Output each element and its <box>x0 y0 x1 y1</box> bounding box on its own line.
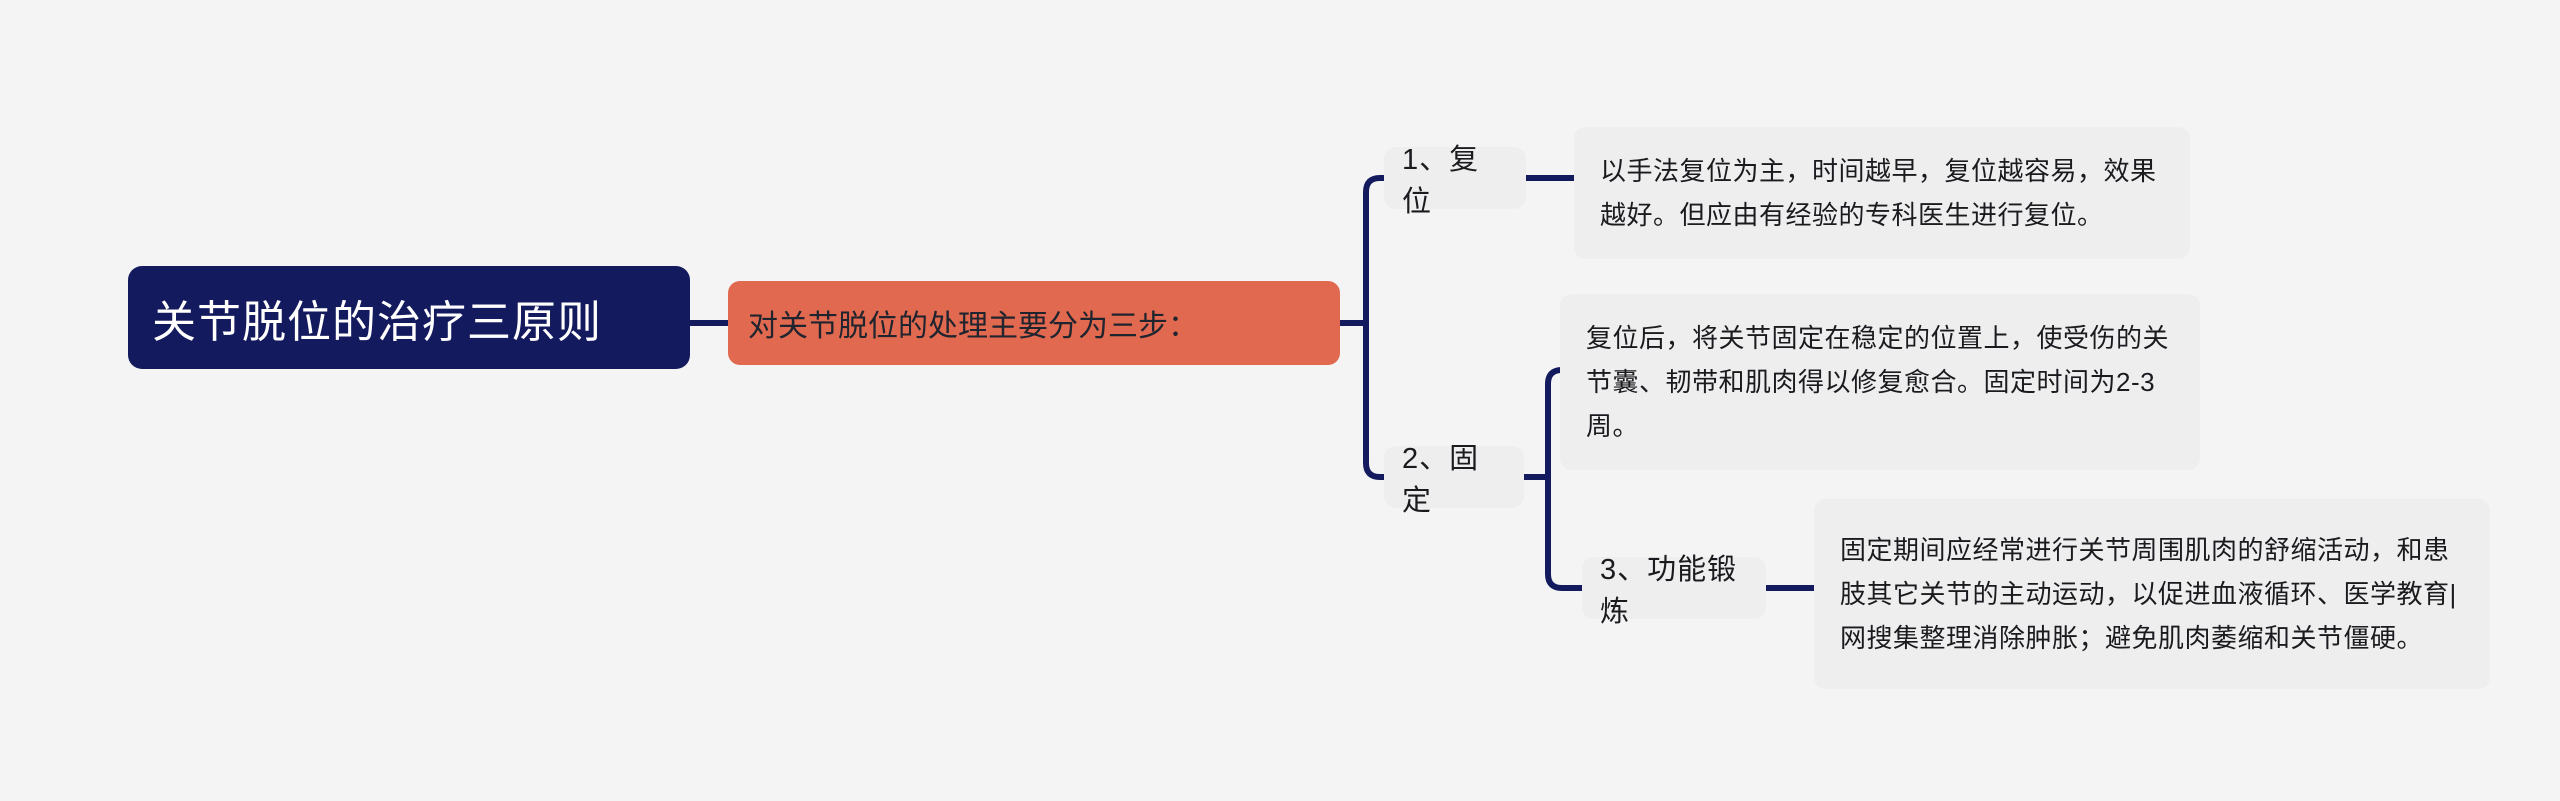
root-node-label: 关节脱位的治疗三原则 <box>152 297 602 347</box>
branch-node-functional-exercise-label: 3、功能锻炼 <box>1600 554 1738 628</box>
edge-trunk-to-node1 <box>1363 175 1386 323</box>
detail-box-immobilization[interactable]: 复位后，将关节固定在稳定的位置上，使受伤的关节囊、韧带和肌肉得以修复愈合。固定时… <box>1560 294 2200 470</box>
step-overview-label: 对关节脱位的处理主要分为三步： <box>748 310 1198 343</box>
root-node[interactable]: 关节脱位的治疗三原则 <box>128 266 690 369</box>
edge-trunk-to-node2 <box>1363 323 1386 480</box>
branch-node-reduction-label: 1、复位 <box>1402 144 1480 218</box>
branch-node-immobilization[interactable]: 2、固定 <box>1384 443 1524 517</box>
detail-box-immobilization-text: 复位后，将关节固定在稳定的位置上，使受伤的关节囊、韧带和肌肉得以修复愈合。固定时… <box>1586 323 2170 441</box>
branch-node-immobilization-label: 2、固定 <box>1402 443 1480 517</box>
detail-box-functional-exercise-text: 固定期间应经常进行关节周围肌肉的舒缩活动，和患肢其它关节的主动运动，以促进血液循… <box>1840 535 2457 653</box>
edge-trunk2-to-node3 <box>1545 477 1584 591</box>
detail-box-reduction[interactable]: 以手法复位为主，时间越早，复位越容易，效果越好。但应由有经验的专科医生进行复位。 <box>1574 127 2190 259</box>
detail-box-reduction-text: 以手法复位为主，时间越早，复位越容易，效果越好。但应由有经验的专科医生进行复位。 <box>1600 156 2157 230</box>
branch-node-reduction[interactable]: 1、复位 <box>1384 144 1526 218</box>
step-overview-node[interactable]: 对关节脱位的处理主要分为三步： <box>728 281 1340 365</box>
detail-box-functional-exercise[interactable]: 固定期间应经常进行关节周围肌肉的舒缩活动，和患肢其它关节的主动运动，以促进血液循… <box>1814 499 2490 689</box>
branch-node-functional-exercise[interactable]: 3、功能锻炼 <box>1582 554 1766 628</box>
